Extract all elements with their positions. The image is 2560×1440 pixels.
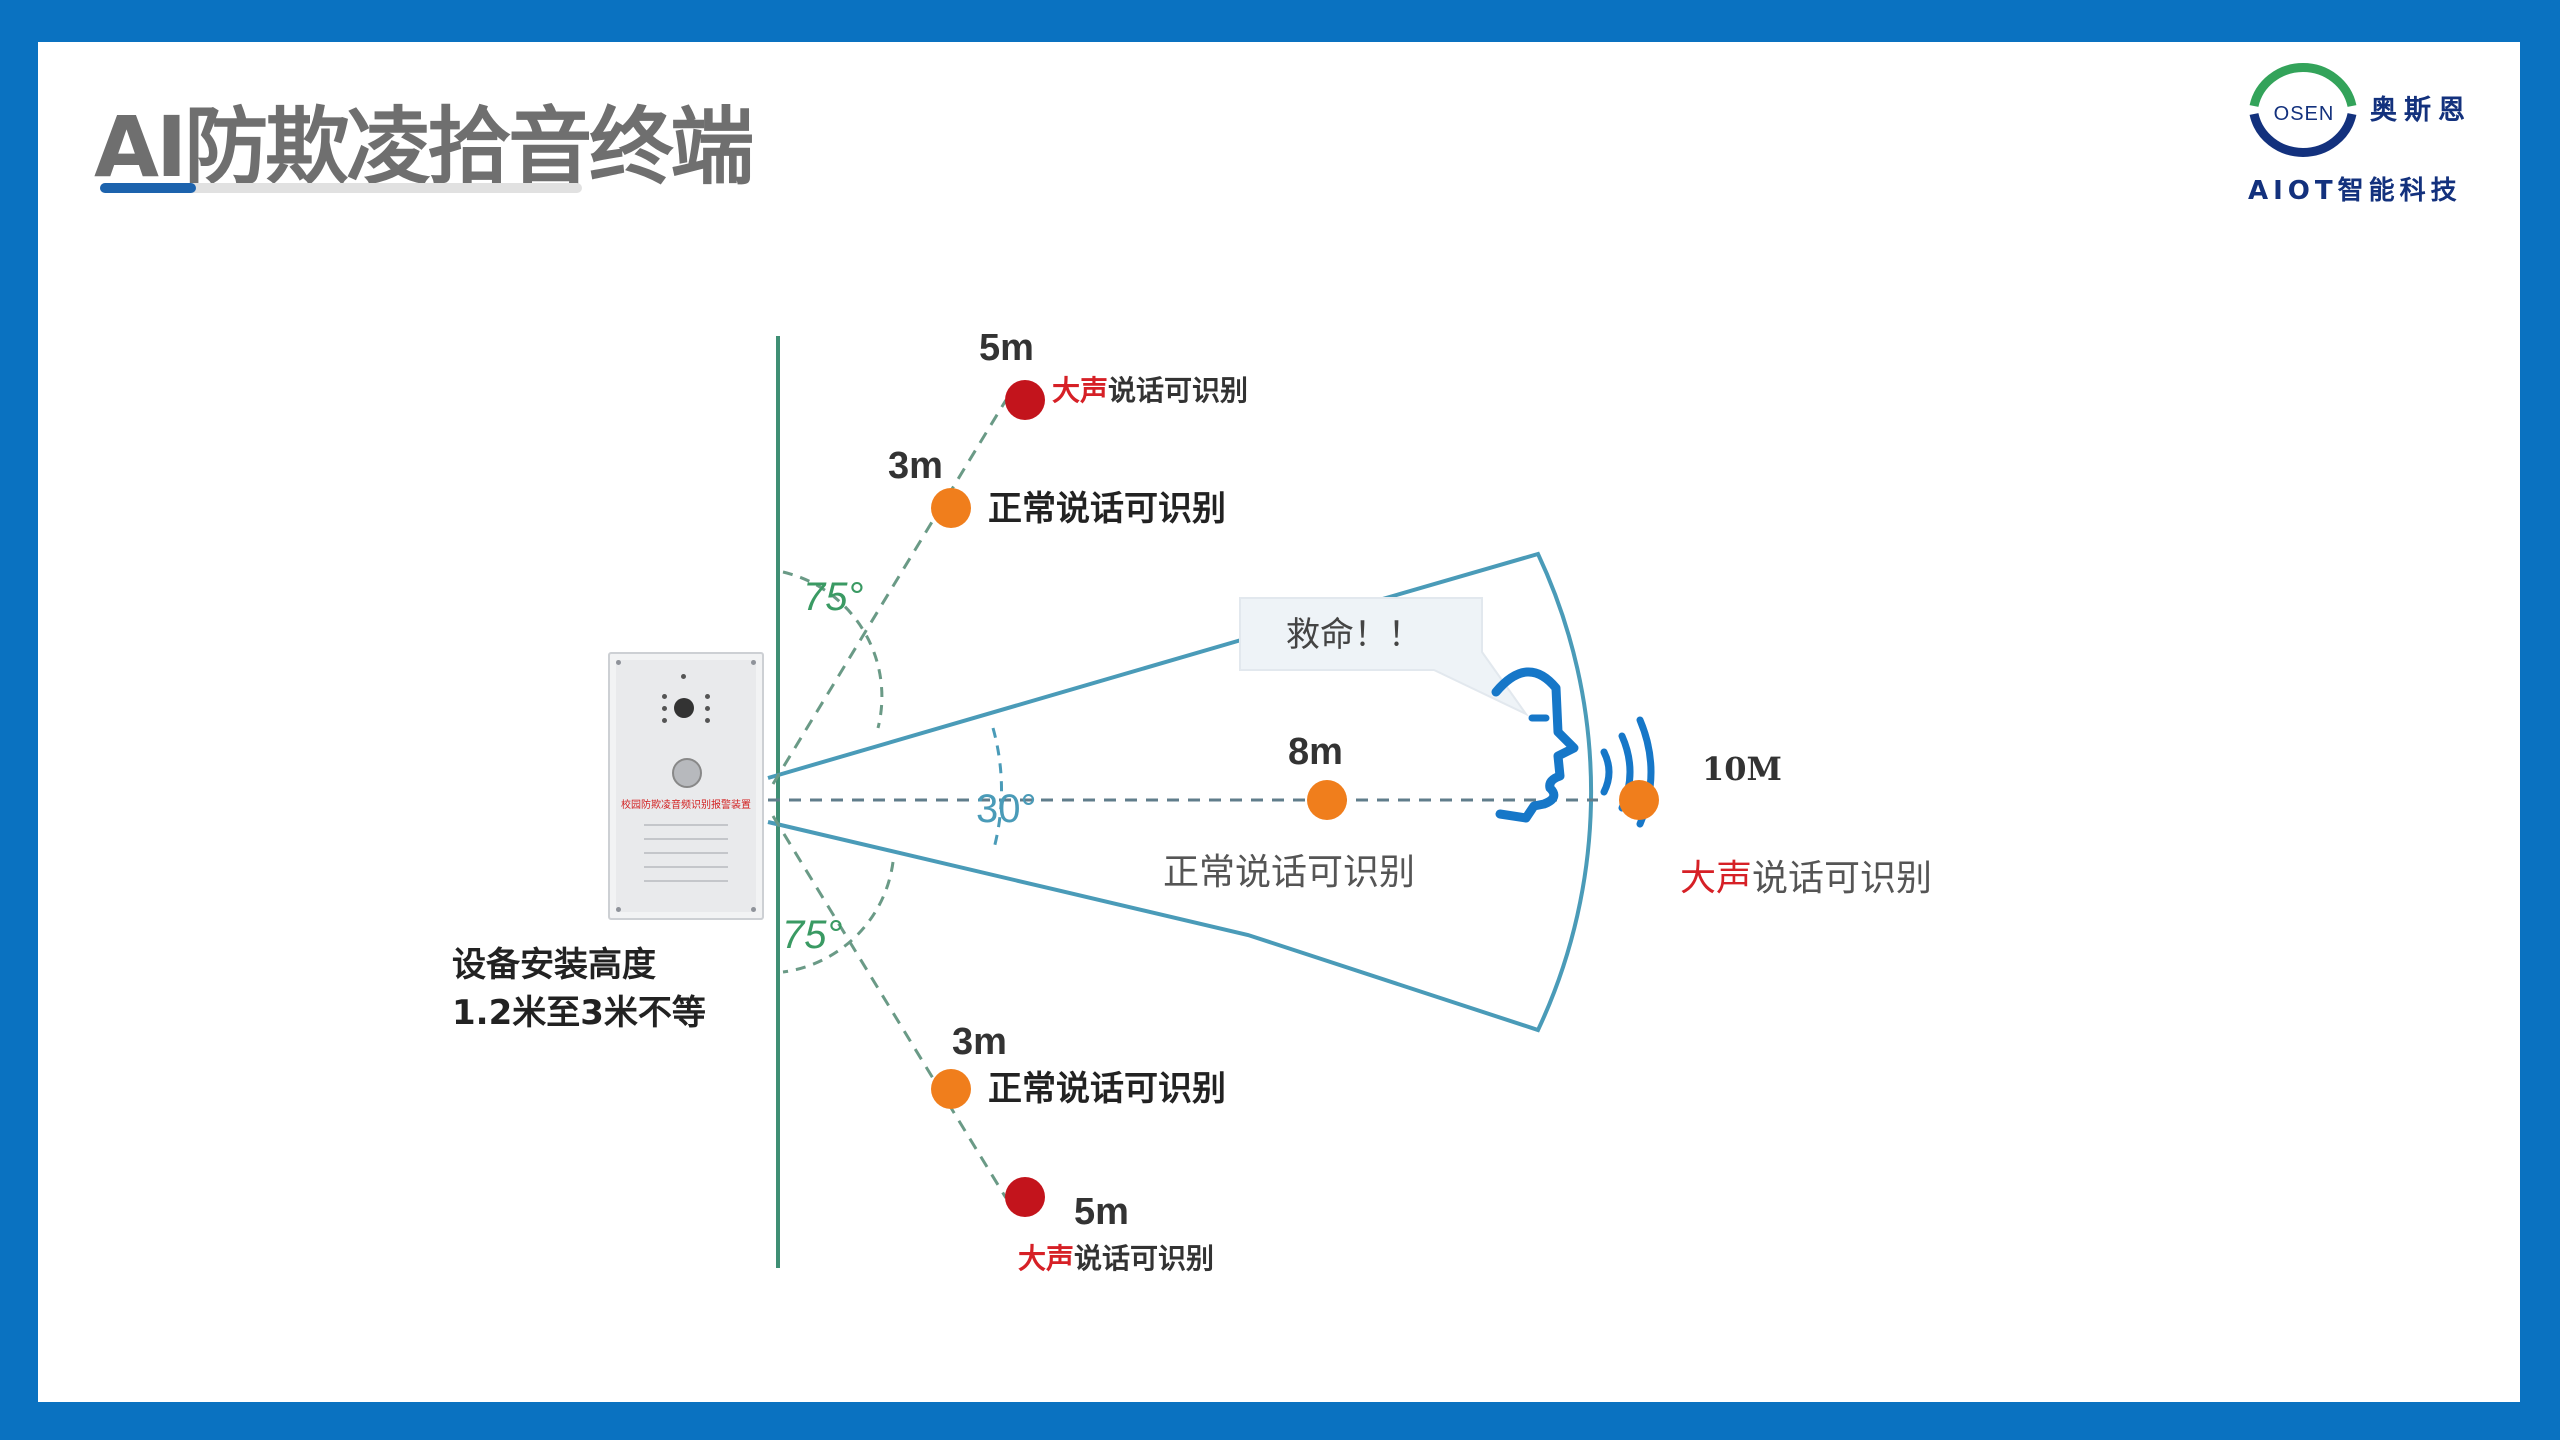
panel-text-line [644,880,728,882]
company-logo: OSEN 奥斯恩 AIOT智能科技 [2246,58,2486,238]
logo-brand: 奥斯恩 [2370,95,2472,126]
speaking-head-icon [1491,667,1579,823]
center-near-marker [1307,780,1347,820]
logo-tagline: AIOT智能科技 [2248,176,2462,206]
lower-angle-arc [782,861,895,974]
upper-far-label: 大声说话可识别 [1052,374,1248,407]
center-angle-arc [991,727,1004,853]
indicator-dot [705,706,710,711]
indicator-dot [681,674,686,679]
upper-ray [771,399,1008,785]
detection-cone [767,551,1594,1033]
indicator-dot [705,694,710,699]
panel-text-line [644,852,728,854]
title-underline-accent [100,183,196,193]
screw-icon [751,907,756,912]
install-height-range: 1.2米至3米不等 [452,993,706,1033]
screw-icon [616,660,621,665]
indicator-dot [662,718,667,723]
screw-icon [751,660,756,665]
upper-near-marker [931,488,971,528]
speech-bubble [1239,597,1530,717]
camera-icon [674,698,694,718]
upper-near-label: 正常说话可识别 [988,489,1226,529]
lower-far-distance: 5m [1074,1191,1129,1233]
speech-bubble-text: 救命！！ [1286,615,1422,655]
upper-near-distance: 3m [888,445,943,487]
title-underline [100,183,582,193]
lower-near-marker [931,1069,971,1109]
center-near-distance: 8m [1288,731,1343,773]
lower-far-marker [1005,1177,1045,1217]
panel-text-line [644,838,728,840]
indicator-dot [662,694,667,699]
screw-icon [616,907,621,912]
center-far-label: 大声说话可识别 [1680,858,1932,899]
install-height-caption: 设备安装高度 [452,945,656,985]
lower-far-label: 大声说话可识别 [1018,1242,1214,1275]
pickup-terminal-device: 校园防欺凌音频识别报警装置 [608,652,764,920]
panel-text-line [644,824,728,826]
upper-far-distance: 5m [979,327,1034,369]
indicator-dot [705,718,710,723]
logo-ring-icon: OSEN [2249,63,2357,157]
pickup-range-diagram: 75° 30° 75° 救命！！ 5m 大声说话可识别 3m 正常说话可识别 8… [452,327,1932,1275]
center-far-distance: 10M [1702,750,1782,788]
lower-ray [771,815,1008,1199]
center-near-label: 正常说话可识别 [1163,852,1415,893]
lower-near-distance: 3m [952,1021,1007,1063]
center-angle-label: 30° [976,787,1037,831]
page-title: AI防欺凌拾音终端 [94,98,754,196]
logo-mark-text: OSEN [2274,103,2335,125]
alarm-button-icon [672,758,702,788]
upper-angle-label: 75° [803,575,864,619]
panel-text-line [644,866,728,868]
slide: AI防欺凌拾音终端 OSEN 奥斯恩 AIOT智能科技 75° 30° 75° … [38,42,2520,1402]
lower-angle-label: 75° [782,913,843,957]
center-far-marker [1619,780,1659,820]
upper-angle-arc [782,570,884,729]
indicator-dot [662,706,667,711]
device-panel-label: 校园防欺凌音频识别报警装置 [621,800,751,811]
lower-near-label: 正常说话可识别 [988,1069,1226,1109]
upper-far-marker [1005,380,1045,420]
